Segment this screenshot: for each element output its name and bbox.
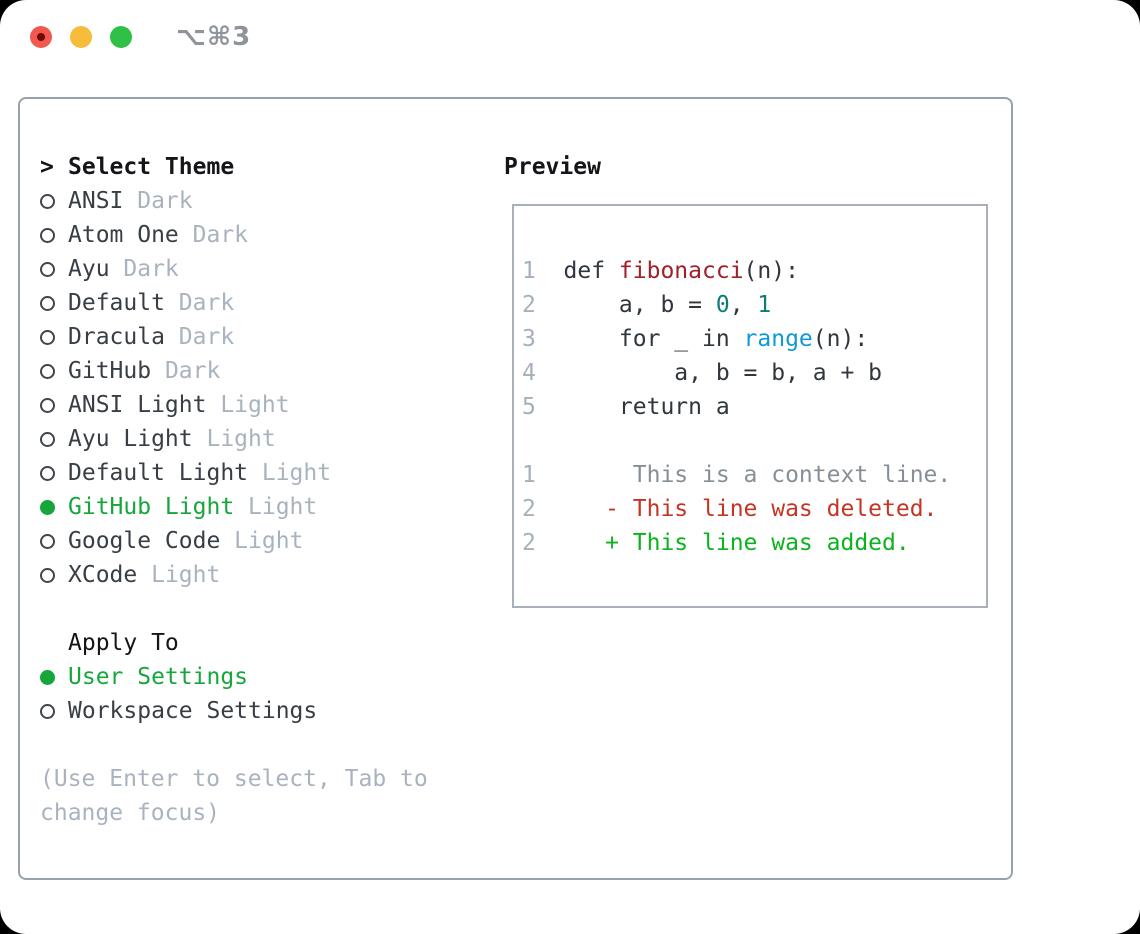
theme-variant: Light — [151, 562, 221, 588]
theme-item-ayu-light[interactable]: Ayu Light Light — [40, 422, 490, 456]
diff-added-line: 2 + This line was added. — [522, 526, 982, 560]
theme-item-default-light[interactable]: Default Light Light — [40, 456, 490, 490]
spacer-row — [40, 592, 490, 626]
zoom-button-icon[interactable] — [110, 26, 132, 48]
close-button-icon[interactable] — [30, 26, 52, 48]
radio-selected-icon — [40, 669, 68, 685]
theme-item-xcode[interactable]: XCode Light — [40, 558, 490, 592]
theme-variant: Dark — [192, 222, 249, 248]
theme-name: Default Light — [68, 460, 249, 486]
line-number: 5 — [522, 394, 536, 420]
spacer-row — [40, 728, 490, 762]
apply-option-user-settings[interactable]: User Settings — [40, 660, 490, 694]
keyboard-hint: (Use Enter to select, Tab to change focu… — [40, 766, 428, 826]
theme-variant: Dark — [164, 358, 221, 384]
theme-variant: Light — [261, 460, 332, 486]
theme-item-dracula[interactable]: Dracula Dark — [40, 320, 490, 354]
theme-variant: Dark — [137, 188, 193, 214]
theme-item-ansi[interactable]: ANSI Dark — [40, 184, 490, 218]
preview-heading: Preview — [504, 154, 601, 180]
line-number: 1 — [522, 258, 536, 284]
theme-name: GitHub Light — [68, 494, 235, 520]
line-number: 2 — [522, 292, 536, 318]
blank-line — [522, 424, 982, 458]
radio-icon — [40, 261, 68, 277]
theme-item-default[interactable]: Default Dark — [40, 286, 490, 320]
window-title: ⌥⌘3 — [176, 22, 252, 52]
theme-name: Atom One — [68, 222, 179, 248]
radio-icon — [40, 193, 68, 209]
line-number: 1 — [522, 462, 536, 488]
line-number: 3 — [522, 326, 536, 352]
radio-icon — [40, 363, 68, 379]
radio-icon — [40, 567, 68, 583]
line-number: 4 — [522, 360, 536, 386]
radio-icon — [40, 295, 68, 311]
radio-icon — [40, 703, 68, 719]
code-line: 5 return a — [522, 390, 982, 424]
apply-to-heading-label: Apply To — [68, 630, 179, 656]
theme-name: ANSI — [68, 188, 124, 214]
apply-to-heading: Apply To — [40, 626, 490, 660]
theme-item-atom-one[interactable]: Atom One Dark — [40, 218, 490, 252]
theme-item-ansi-light[interactable]: ANSI Light Light — [40, 388, 490, 422]
apply-option-workspace-settings[interactable]: Workspace Settings — [40, 694, 490, 728]
theme-name: XCode — [68, 562, 138, 588]
minimize-button-icon[interactable] — [70, 26, 92, 48]
radio-icon — [40, 533, 68, 549]
theme-item-ayu[interactable]: Ayu Dark — [40, 252, 490, 286]
line-number: 2 — [522, 530, 536, 556]
cursor-chevron-icon: > — [40, 154, 54, 180]
select-theme-heading-label: Select Theme — [68, 154, 235, 180]
theme-variant: Light — [220, 392, 290, 418]
theme-name: Dracula — [68, 324, 165, 350]
code-line: 3 for _ in range(n): — [522, 322, 982, 356]
select-theme-heading: > Select Theme — [40, 150, 490, 184]
code-line: 2 a, b = 0, 1 — [522, 288, 982, 322]
theme-name: Default — [68, 290, 165, 316]
theme-variant: Dark — [178, 324, 235, 350]
theme-variant: Dark — [178, 290, 235, 316]
radio-icon — [40, 431, 68, 447]
theme-item-github[interactable]: GitHub Dark — [40, 354, 490, 388]
apply-option-label: User Settings — [68, 664, 249, 690]
theme-variant: Dark — [123, 256, 179, 282]
apply-option-label: Workspace Settings — [68, 698, 318, 724]
theme-variant: Light — [206, 426, 276, 452]
code-line: 4 a, b = b, a + b — [522, 356, 982, 390]
theme-name: Ayu — [68, 256, 110, 282]
radio-selected-icon — [40, 499, 68, 515]
theme-item-github-light[interactable]: GitHub Light Light — [40, 490, 490, 524]
theme-name: Google Code — [68, 528, 221, 554]
theme-item-google-code[interactable]: Google Code Light — [40, 524, 490, 558]
theme-name: ANSI Light — [68, 392, 207, 418]
line-number: 2 — [522, 496, 536, 522]
theme-variant: Light — [248, 494, 318, 520]
diff-context-line: 1 This is a context line. — [522, 458, 982, 492]
radio-icon — [40, 465, 68, 481]
theme-variant: Light — [234, 528, 304, 554]
titlebar: ⌥⌘3 — [30, 22, 251, 52]
theme-name: Ayu Light — [68, 426, 193, 452]
radio-icon — [40, 227, 68, 243]
radio-icon — [40, 329, 68, 345]
diff-deleted-line: 2 - This line was deleted. — [522, 492, 982, 526]
theme-name: GitHub — [68, 358, 152, 384]
radio-icon — [40, 397, 68, 413]
